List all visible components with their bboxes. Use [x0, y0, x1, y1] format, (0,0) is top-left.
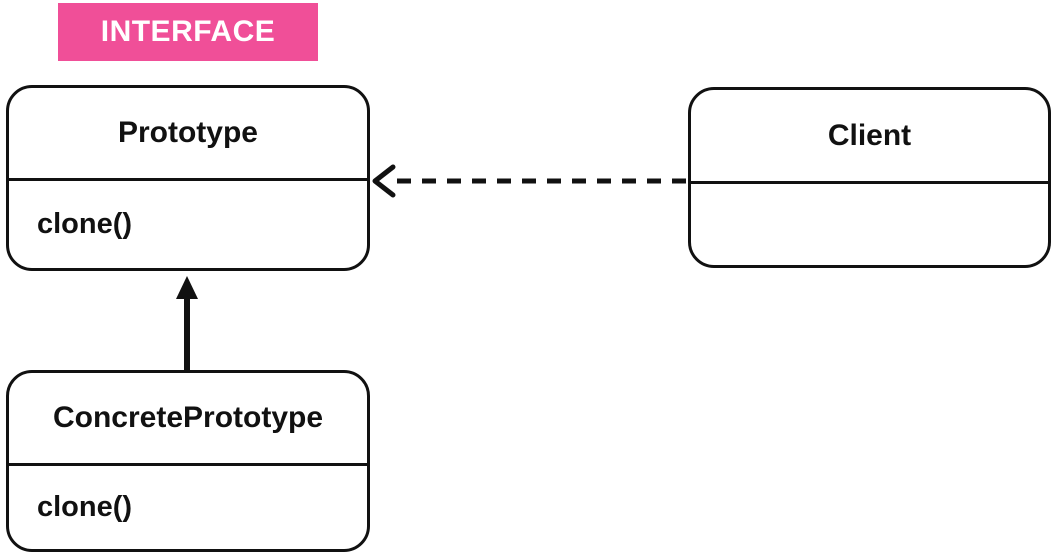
prototype-class-name: Prototype — [9, 88, 367, 181]
concrete-prototype-class-box: ConcretePrototype clone() — [6, 370, 370, 552]
client-class-box: Client — [688, 87, 1051, 268]
dependency-open-arrowhead — [372, 164, 396, 198]
client-class-operations-empty — [691, 184, 1048, 265]
prototype-class-operation: clone() — [37, 208, 133, 240]
interface-badge-label: INTERFACE — [100, 15, 276, 48]
inheritance-arrow — [176, 276, 198, 370]
interface-badge: INTERFACE — [58, 3, 318, 61]
concrete-prototype-class-name: ConcretePrototype — [9, 373, 367, 466]
prototype-class-box: Prototype clone() — [6, 85, 370, 271]
client-class-name: Client — [691, 90, 1048, 184]
inheritance-arrowhead — [176, 276, 198, 299]
concrete-prototype-class-operation: clone() — [37, 491, 133, 523]
dependency-arrow — [372, 164, 686, 198]
